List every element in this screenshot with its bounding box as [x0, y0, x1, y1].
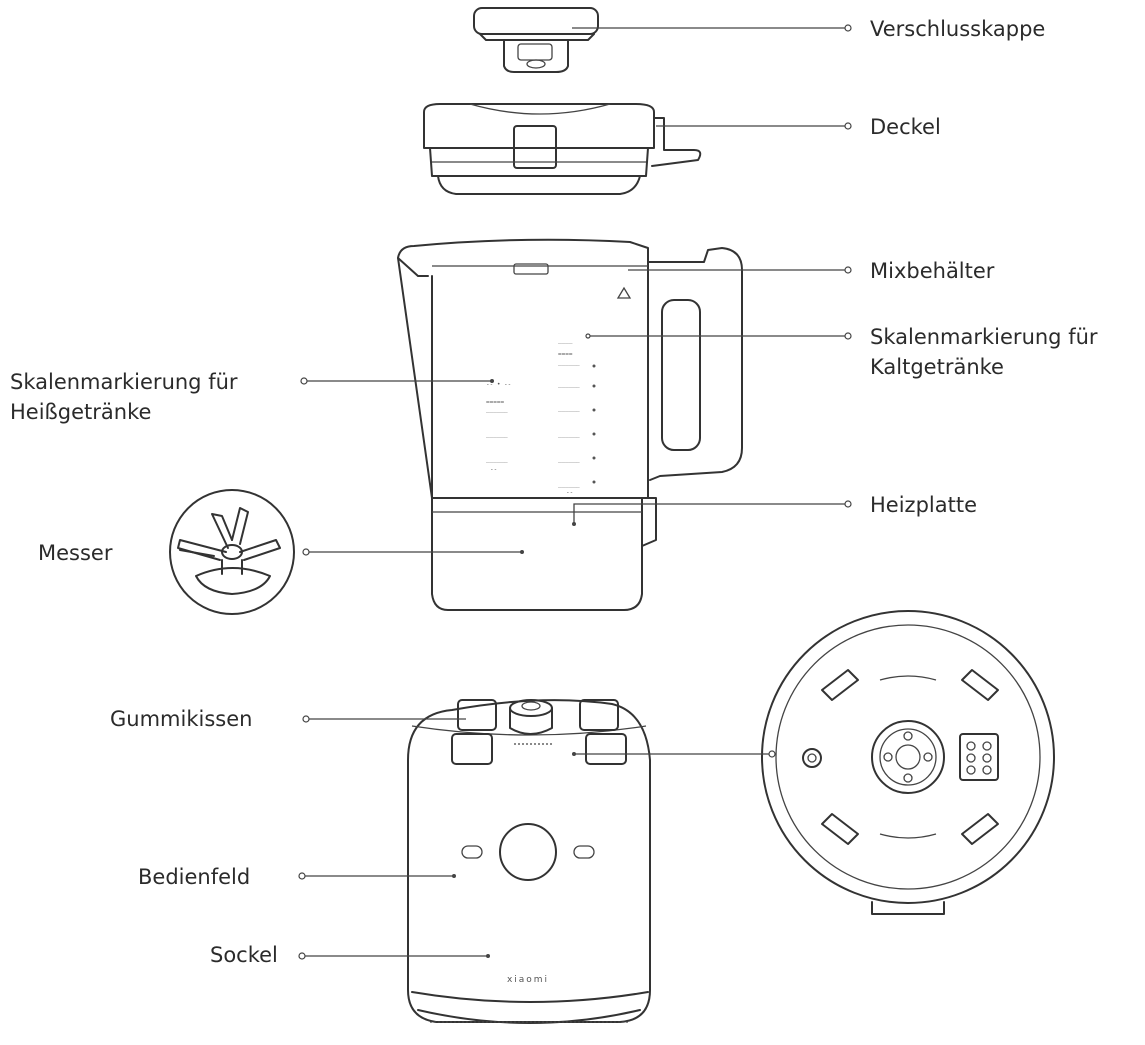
svg-text:--: -- [566, 489, 573, 496]
label-sockel: Sockel [210, 943, 278, 967]
svg-text:=====: ===== [486, 399, 504, 406]
blade-detail-illustration [169, 489, 295, 615]
svg-text:______: ______ [558, 456, 580, 463]
svg-text:--: -- [490, 466, 497, 473]
svg-text:______: ______ [558, 481, 580, 488]
label-deckel: Deckel [870, 115, 941, 139]
label-skala-kalt-line1: Skalenmarkierung für [870, 325, 1098, 349]
svg-text:______: ______ [486, 456, 508, 463]
lid-illustration [423, 103, 702, 195]
label-bedienfeld: Bedienfeld [138, 865, 251, 889]
label-gummikissen: Gummikissen [110, 707, 253, 731]
svg-text:______: ______ [486, 406, 508, 413]
svg-text:-- • --: -- • -- [486, 381, 511, 388]
label-skala-kalt-line2: Kaltgetränke [870, 355, 1004, 379]
svg-text:______: ______ [558, 431, 580, 438]
jar-illustration: -- • -- ===== ______ ______ ______ -- __… [397, 238, 743, 611]
label-mixbehaelter: Mixbehälter [870, 259, 995, 283]
label-messer: Messer [38, 541, 113, 565]
cap-illustration [473, 7, 599, 73]
svg-text:______: ______ [558, 359, 580, 366]
base-bottom-illustration [761, 610, 1055, 915]
label-heizplatte: Heizplatte [870, 493, 977, 517]
leader-lines [298, 24, 852, 960]
svg-text:______: ______ [558, 381, 580, 388]
base-front-illustration: xiaomi [407, 699, 651, 1024]
label-skala-heiss-line1: Skalenmarkierung für [10, 370, 238, 394]
base-brand-text: xiaomi [507, 975, 549, 985]
svg-text:______: ______ [558, 405, 580, 412]
svg-text:____: ____ [558, 337, 573, 344]
svg-text:====: ==== [558, 351, 573, 358]
label-skala-heiss-line2: Heißgetränke [10, 400, 152, 424]
label-verschlusskappe: Verschlusskappe [870, 17, 1046, 41]
svg-text:______: ______ [486, 431, 508, 438]
